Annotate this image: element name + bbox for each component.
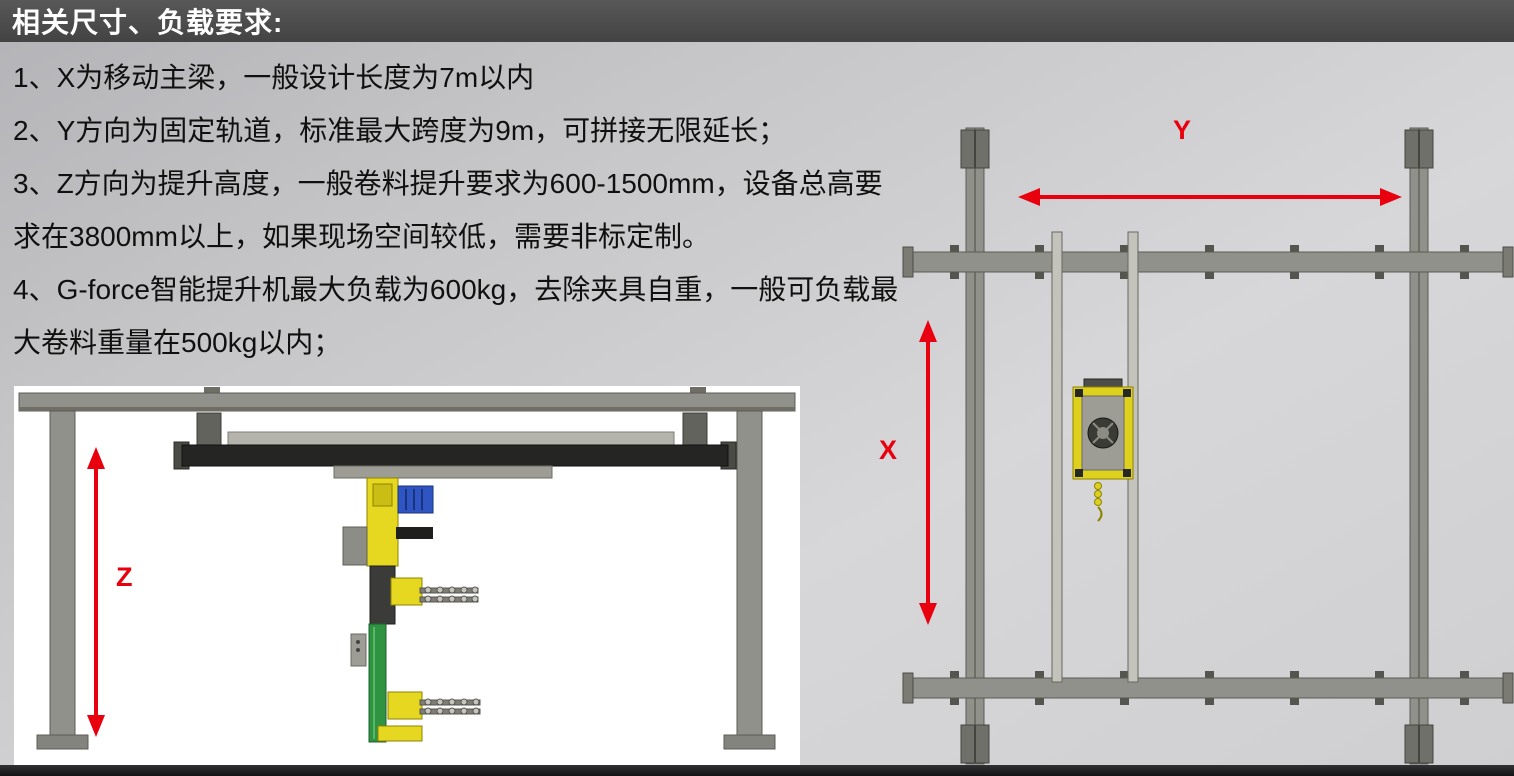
page-title: 相关尺寸、负载要求:	[12, 7, 284, 38]
requirement-item-2: 2、Y方向为固定轨道，标准最大跨度为9m，可拼接无限延长；	[13, 115, 787, 146]
side-view-diagram: Z	[14, 386, 800, 766]
side-view-drawing	[18, 387, 796, 750]
y-axis-label: Y	[1173, 115, 1192, 145]
bottom-bar	[0, 765, 1514, 776]
requirements-list: 1、X为移动主梁，一般设计长度为7m以内 2、Y方向为固定轨道，标准最大跨度为9…	[13, 51, 905, 369]
z-axis-label: Z	[116, 562, 133, 592]
gantry-frame	[18, 387, 796, 750]
lifter-carriage	[1072, 378, 1134, 522]
y-dimension-arrow	[1018, 188, 1402, 206]
requirement-item-3: 3、Z方向为提升高度，一般卷料提升要求为600-1500mm，设备总高要求在38…	[13, 168, 883, 252]
fixed-rail-left	[960, 127, 990, 765]
fixed-rail-right	[1404, 127, 1434, 765]
requirement-item-1: 1、X为移动主梁，一般设计长度为7m以内	[13, 62, 535, 93]
hoist-unit	[342, 477, 434, 743]
x-dimension-arrow	[919, 320, 937, 625]
top-view-diagram: Y X	[855, 95, 1514, 765]
gripper-arms	[377, 577, 481, 742]
x-axis-label: X	[879, 435, 898, 465]
x-beam-rail	[173, 412, 737, 479]
cross-beam-bottom	[902, 671, 1514, 705]
z-dimension-arrow	[87, 447, 105, 737]
title-bar: 相关尺寸、负载要求:	[0, 0, 1514, 42]
top-view-drawing	[902, 127, 1514, 765]
requirement-item-4: 4、G-force智能提升机最大负载为600kg，去除夹具自重，一般可负载最大卷…	[13, 274, 899, 358]
